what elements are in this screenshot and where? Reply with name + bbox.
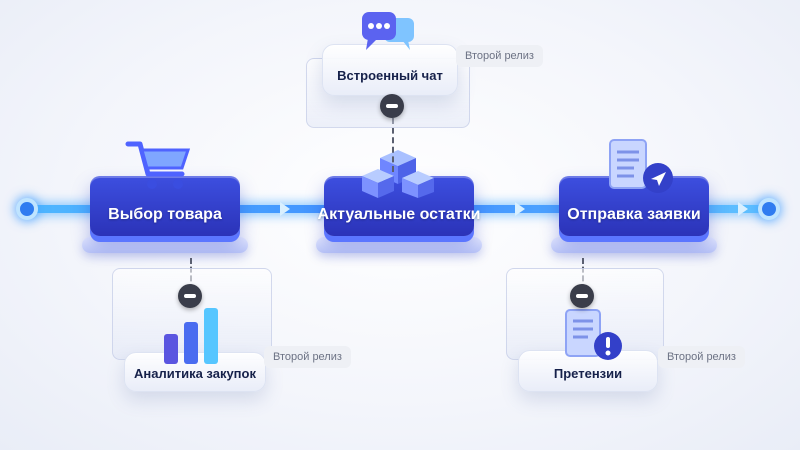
feature-label: Претензии [553, 366, 623, 381]
stage-base [82, 237, 248, 253]
minus-icon[interactable] [178, 284, 202, 308]
release-badge: Второй релиз [456, 45, 543, 67]
connector-dash [392, 118, 394, 172]
minus-icon[interactable] [570, 284, 594, 308]
flow-end-node [758, 198, 780, 220]
document-send-icon [609, 139, 673, 193]
cart-icon [125, 141, 191, 189]
stage-label: Актуальные остатки [317, 206, 481, 223]
stage-base [551, 237, 717, 253]
boxes-icon [362, 150, 434, 198]
document-alert-icon [565, 309, 622, 360]
feature-label: Аналитика закупок [134, 366, 256, 381]
release-badge: Второй релиз [264, 346, 351, 368]
bar-chart-icon [164, 308, 218, 364]
release-badge: Второй релиз [658, 346, 745, 368]
chat-icon [362, 12, 414, 50]
flow-arrow [515, 202, 525, 216]
feature-label: Встроенный чат [337, 68, 443, 83]
stage-select-product[interactable]: Выбор товара [90, 176, 240, 236]
flow-arrow [280, 202, 290, 216]
stage-label: Выбор товара [108, 206, 222, 223]
minus-icon[interactable] [380, 94, 404, 118]
flow-arrow [738, 202, 748, 216]
stage-label: Отправка заявки [567, 206, 701, 223]
flow-start-node [16, 198, 38, 220]
stage-base [316, 237, 482, 253]
stage-actual-stock[interactable]: Актуальные остатки [318, 176, 480, 236]
feature-card-chat[interactable]: Встроенный чат [322, 44, 458, 96]
